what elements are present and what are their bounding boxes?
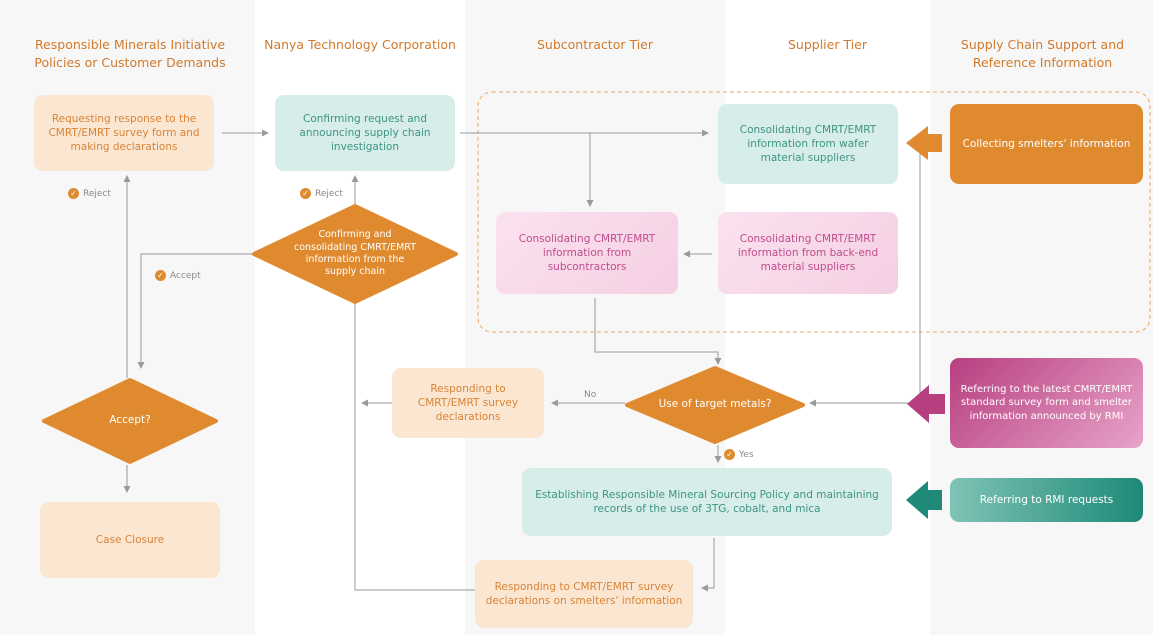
target-metals-decision: Use of target metals? xyxy=(625,366,805,444)
diamond-shape xyxy=(252,204,458,304)
accept-decision-label: Accept? xyxy=(109,414,151,427)
consolidating-decision-label: Confirming and consolidating CMRT/EMRT i… xyxy=(293,229,417,278)
yes-label: ✓ Yes xyxy=(724,449,754,460)
reject-text: Reject xyxy=(315,188,343,199)
confirming-request-box: Confirming request and announcing supply… xyxy=(275,95,455,171)
reject-text: Reject xyxy=(83,188,111,199)
header-support: Supply Chain Support and Reference Infor… xyxy=(960,37,1125,71)
check-icon: ✓ xyxy=(300,188,311,199)
case-closure-box: Case Closure xyxy=(40,502,220,578)
check-icon: ✓ xyxy=(68,188,79,199)
header-supplier: Supplier Tier xyxy=(787,37,868,52)
check-icon: ✓ xyxy=(155,270,166,281)
smelters-info-box: Collecting smelters' information xyxy=(950,104,1143,184)
no-label: No xyxy=(584,390,597,400)
backend-suppliers-box: Consolidating CMRT/EMRT information from… xyxy=(718,212,898,294)
accept-decision: Accept? xyxy=(42,378,218,464)
request-box: Requesting response to the CMRT/EMRT sur… xyxy=(34,95,214,171)
target-metals-label: Use of target metals? xyxy=(658,398,772,411)
reject-label-1: ✓ Reject xyxy=(68,188,111,199)
diamond-shape xyxy=(42,378,218,464)
policy-box: Establishing Responsible Mineral Sourcin… xyxy=(522,468,892,536)
header-nanya: Nanya Technology Corporation xyxy=(264,37,456,52)
check-icon: ✓ xyxy=(724,449,735,460)
responding-survey-box: Responding to CMRT/EMRT survey declarati… xyxy=(392,368,544,438)
wafer-suppliers-box: Consolidating CMRT/EMRT information from… xyxy=(718,104,898,184)
subcontractors-box: Consolidating CMRT/EMRT information from… xyxy=(496,212,678,294)
accept-text: Accept xyxy=(170,270,201,281)
rmi-requests-box: Referring to RMI requests xyxy=(950,478,1143,522)
responding-smelters-box: Responding to CMRT/EMRT survey declarati… xyxy=(475,560,693,628)
yes-text: Yes xyxy=(739,449,754,460)
consolidating-decision: Confirming and consolidating CMRT/EMRT i… xyxy=(252,204,458,304)
reject-label-2: ✓ Reject xyxy=(300,188,343,199)
header-subcontractor: Subcontractor Tier xyxy=(536,37,654,52)
accept-label: ✓ Accept xyxy=(155,270,201,281)
rmi-latest-box: Referring to the latest CMRT/EMRT standa… xyxy=(950,358,1143,448)
header-policies: Responsible Minerals Initiative Policies… xyxy=(34,37,226,71)
diamond-shape xyxy=(625,366,805,444)
